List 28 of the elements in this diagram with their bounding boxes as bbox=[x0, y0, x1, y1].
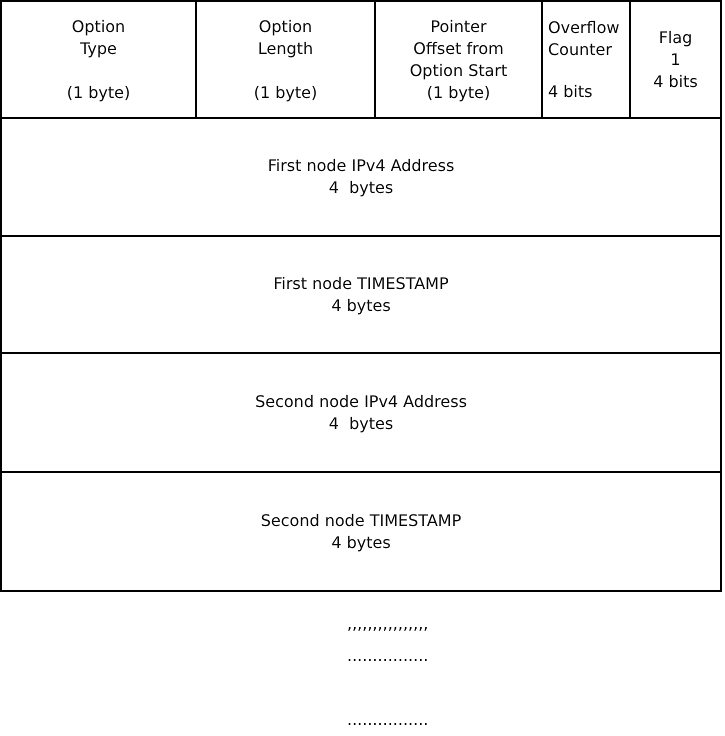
field-name: Pointer Offset from Option Start bbox=[408, 16, 508, 82]
field-size: 4 bytes bbox=[331, 294, 391, 316]
field-name: First node TIMESTAMP bbox=[273, 272, 449, 294]
field-box bbox=[0, 471, 722, 592]
field-size: (1 byte) bbox=[426, 82, 490, 104]
field-size: 4 bits bbox=[653, 70, 698, 92]
field-box bbox=[0, 0, 197, 119]
field-box bbox=[0, 352, 722, 473]
field-box bbox=[0, 235, 722, 354]
field-size: (1 byte) bbox=[254, 82, 318, 104]
field-name: First node IPv4 Address bbox=[268, 155, 454, 177]
field-size: 4 bytes bbox=[331, 532, 391, 554]
continuation-dots: ................ bbox=[347, 645, 428, 667]
field-size: (1 byte) bbox=[66, 82, 130, 104]
field-value: 1 bbox=[670, 48, 681, 70]
field-box bbox=[0, 117, 722, 237]
field-name: Overflow Counter bbox=[548, 16, 620, 60]
field-size: 4 bytes bbox=[328, 412, 394, 434]
field-name: Option Length bbox=[256, 16, 314, 60]
field-size: 4 bytes bbox=[328, 177, 394, 199]
field-box bbox=[629, 0, 722, 119]
field-size: 4 bits bbox=[548, 80, 592, 102]
field-name: Option Type bbox=[70, 16, 126, 60]
field-name: Second node IPv4 Address bbox=[255, 390, 467, 412]
field-name: Flag bbox=[658, 26, 692, 48]
continuation-dots: ................ bbox=[347, 709, 428, 731]
continuation-dots: ,,,,,,,,,,,,,,,, bbox=[347, 613, 428, 635]
field-name: Second node TIMESTAMP bbox=[260, 510, 462, 532]
